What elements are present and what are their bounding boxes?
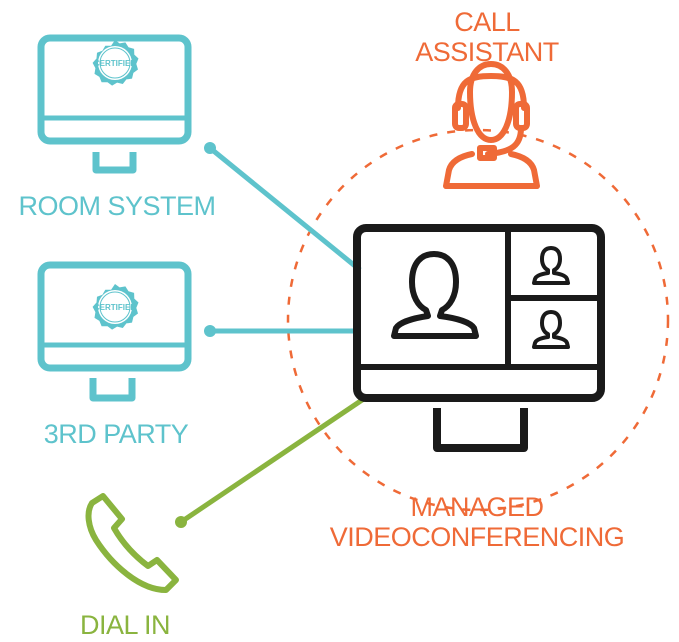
managed-videoconferencing-label: MANAGED VIDEOCONFERENCING xyxy=(302,492,652,552)
person-icon xyxy=(391,251,479,339)
person-icon xyxy=(532,246,570,285)
third-party-connector xyxy=(204,325,360,337)
dial-in-label: DIAL IN xyxy=(79,610,171,640)
call-assistant-label-line2: ASSISTANT xyxy=(415,37,559,67)
certified-badge-text: CERTIFIED xyxy=(94,59,136,68)
certified-badge-icon: CERTIFIED xyxy=(92,284,139,330)
third-party-monitor-icon: CERTIFIED xyxy=(37,261,192,402)
managed-label-line1: MANAGED xyxy=(410,492,544,522)
phone-icon xyxy=(85,493,179,593)
call-assistant-label: CALL ASSISTANT xyxy=(380,7,594,67)
video-monitor-icon xyxy=(353,224,605,452)
room-system-label: ROOM SYSTEM xyxy=(18,191,216,221)
managed-label-line2: VIDEOCONFERENCING xyxy=(329,522,625,552)
managed-service-circle xyxy=(286,128,670,512)
headset-icon xyxy=(443,61,540,189)
call-assistant-label-line1: CALL xyxy=(454,7,520,37)
third-party-label: 3RD PARTY xyxy=(43,419,189,449)
room-system-connector xyxy=(204,142,362,272)
certified-badge-text: CERTIFIED xyxy=(94,303,136,312)
certified-badge-icon: CERTIFIED xyxy=(92,40,139,86)
dial-in-connector xyxy=(175,393,370,528)
room-system-monitor-icon: CERTIFIED xyxy=(37,34,192,174)
person-icon xyxy=(532,310,570,349)
